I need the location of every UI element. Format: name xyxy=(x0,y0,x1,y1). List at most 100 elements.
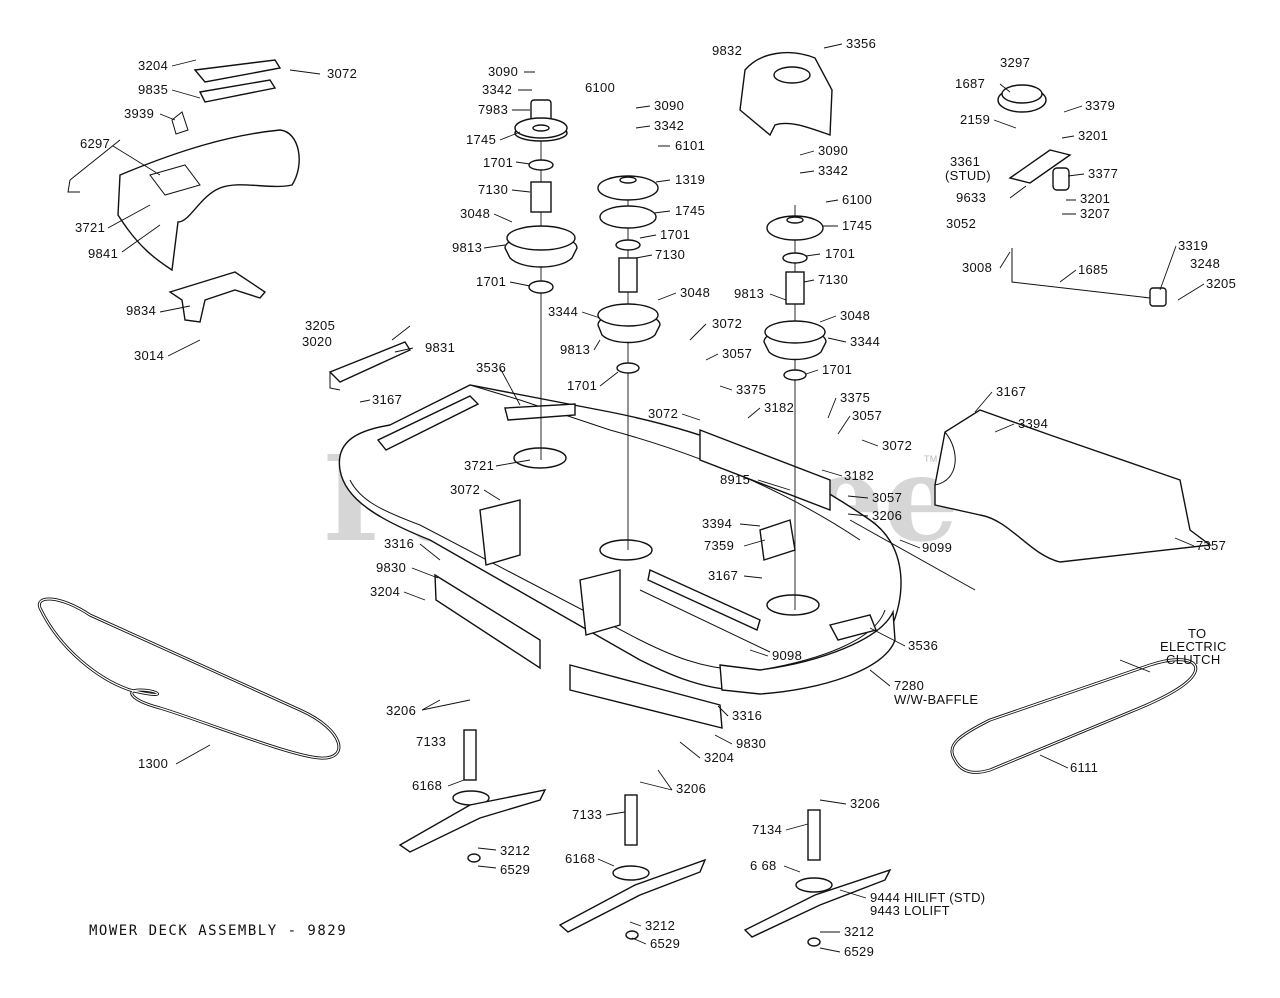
callout: 6529 xyxy=(500,862,530,877)
callout: 3721 xyxy=(464,458,494,473)
blade-assembly-right xyxy=(743,809,892,947)
bracket-9831 xyxy=(328,341,412,391)
callout: 1745 xyxy=(466,132,496,147)
watermark-tm: TM xyxy=(924,454,938,464)
callout: 3182 xyxy=(844,468,874,483)
callout: 6111 xyxy=(1070,760,1098,775)
callout: 3167 xyxy=(708,568,738,583)
callout: 3020 xyxy=(302,334,332,349)
callout: (STUD) xyxy=(945,168,991,183)
callout: 9835 xyxy=(138,82,168,97)
callout: 7359 xyxy=(704,538,734,553)
callout: 3207 xyxy=(1080,206,1110,221)
callout: 3212 xyxy=(844,924,874,939)
callout: 6100 xyxy=(585,80,615,95)
callout: 3375 xyxy=(840,390,870,405)
callout: 3167 xyxy=(372,392,402,407)
callout: 8915 xyxy=(720,472,750,487)
callout: 9830 xyxy=(376,560,406,575)
callout: 3048 xyxy=(460,206,490,221)
callout: 3206 xyxy=(872,508,902,523)
callout: 3212 xyxy=(500,843,530,858)
diagram-title: MOWER DECK ASSEMBLY - 9829 xyxy=(89,923,347,939)
callout: 3319 xyxy=(1178,238,1208,253)
callout: 9443 LOLIFT xyxy=(870,903,950,918)
callout: 1745 xyxy=(842,218,872,233)
callout: 3072 xyxy=(450,482,480,497)
callout: 6529 xyxy=(650,936,680,951)
callout: 3090 xyxy=(654,98,684,113)
callout: CLUTCH xyxy=(1166,652,1221,667)
callout: 3206 xyxy=(850,796,880,811)
callout: 9098 xyxy=(772,648,802,663)
callout: 3057 xyxy=(852,408,882,423)
callout: 3204 xyxy=(370,584,400,599)
callout: 1687 xyxy=(955,76,985,91)
leader-lines xyxy=(107,43,1205,953)
callout: 1701 xyxy=(483,155,513,170)
callout: 3072 xyxy=(327,66,357,81)
blade-assembly-middle xyxy=(558,794,707,940)
callout: 9832 xyxy=(712,43,742,58)
callout: 3361 xyxy=(950,154,980,169)
callout: 3316 xyxy=(732,708,762,723)
rod-9098 xyxy=(639,589,771,653)
callout: 3342 xyxy=(482,82,512,97)
callout: 9813 xyxy=(560,342,590,357)
callout: 9831 xyxy=(425,340,455,355)
callout: 7983 xyxy=(478,102,508,117)
bracket-9834 xyxy=(168,271,267,323)
callout: 3356 xyxy=(846,36,876,51)
callout: W/W-BAFFLE xyxy=(894,692,978,707)
callout: 1745 xyxy=(675,203,705,218)
callout: 3201 xyxy=(1078,128,1108,143)
callout: 3205 xyxy=(305,318,335,333)
callout: 6101 xyxy=(675,138,705,153)
callout: 3344 xyxy=(850,334,880,349)
callout: 3057 xyxy=(722,346,752,361)
callout: 3536 xyxy=(476,360,506,375)
callout: 3206 xyxy=(386,703,416,718)
callout: 3008 xyxy=(962,260,992,275)
callout: 7130 xyxy=(478,182,508,197)
callout: TO xyxy=(1188,626,1206,641)
callout: 3248 xyxy=(1190,256,1220,271)
mower-deck-housing xyxy=(338,384,902,729)
callout: 2159 xyxy=(960,112,990,127)
callout: 1701 xyxy=(825,246,855,261)
blade-assembly-left xyxy=(398,729,547,863)
callout: 6529 xyxy=(844,944,874,959)
idler-assembly xyxy=(997,84,1167,307)
callout: 9813 xyxy=(452,240,482,255)
callout: 9834 xyxy=(126,303,156,318)
callout: 7133 xyxy=(416,734,446,749)
callout: 9633 xyxy=(956,190,986,205)
callout: 3342 xyxy=(654,118,684,133)
callout: 3536 xyxy=(908,638,938,653)
callout: 3090 xyxy=(818,143,848,158)
callout: 3297 xyxy=(1000,55,1030,70)
spindle-assembly-left xyxy=(504,99,578,460)
callout: 3090 xyxy=(488,64,518,79)
rod-9099 xyxy=(849,519,976,591)
callout: 9444 HILIFT (STD) xyxy=(870,890,985,905)
belt-guard-9841 xyxy=(67,59,300,272)
callout: 3379 xyxy=(1085,98,1115,113)
callout: 9813 xyxy=(734,286,764,301)
callout: 3394 xyxy=(1018,416,1048,431)
callout-labels: 3204 9835 3072 3939 6297 3721 9841 9834 … xyxy=(75,36,1236,959)
callout: 3048 xyxy=(840,308,870,323)
callout: 3204 xyxy=(138,58,168,73)
callout: 1701 xyxy=(822,362,852,377)
callout: 3212 xyxy=(645,918,675,933)
belt-1300 xyxy=(37,597,341,760)
callout: 3377 xyxy=(1088,166,1118,181)
callout: 1701 xyxy=(567,378,597,393)
callout: 3342 xyxy=(818,163,848,178)
callout: 1300 xyxy=(138,756,168,771)
callout: 3072 xyxy=(648,406,678,421)
callout: 7134 xyxy=(752,822,782,837)
callout: 3052 xyxy=(946,216,976,231)
